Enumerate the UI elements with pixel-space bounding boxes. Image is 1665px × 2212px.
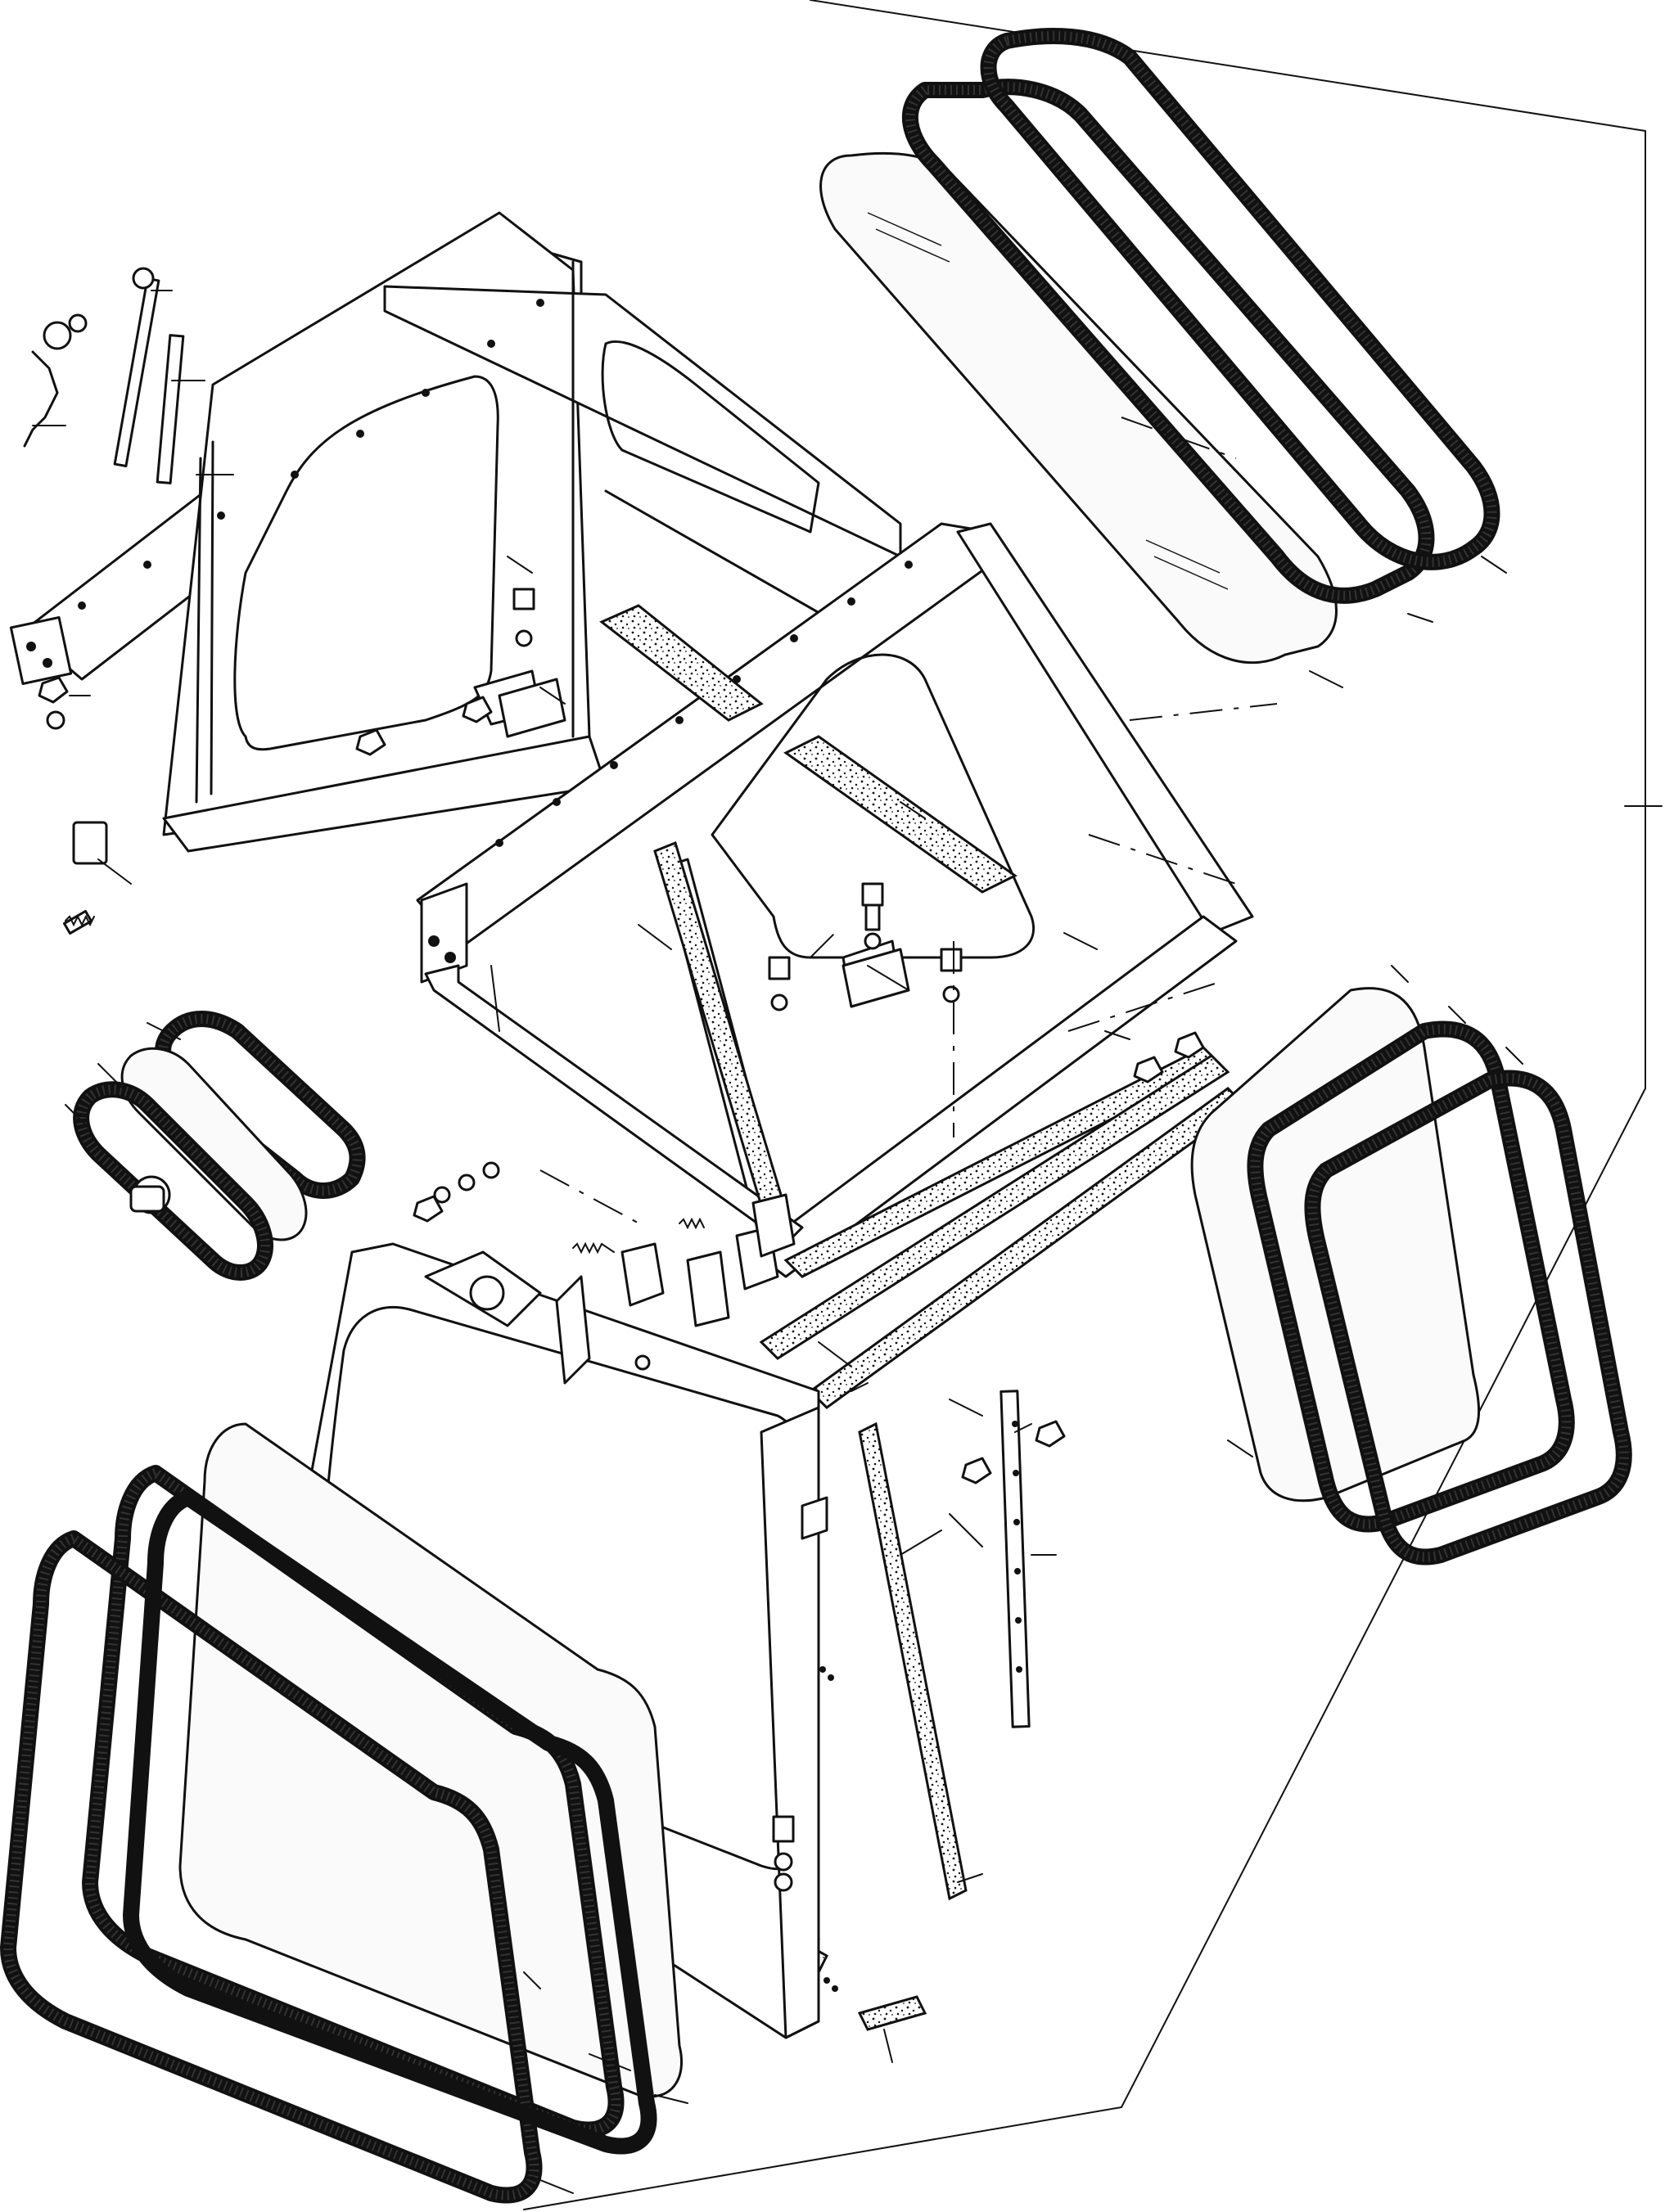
wiper-assembly <box>23 267 185 935</box>
rear-frame <box>9 211 902 853</box>
fasteners <box>38 588 1205 1892</box>
centerlines <box>539 417 1278 1228</box>
bolt-icon <box>861 882 884 950</box>
glass-hatching <box>867 212 1229 590</box>
rear-frame-holes <box>78 299 544 610</box>
front-glass-set <box>0 1422 684 2204</box>
left-small-glass-set <box>73 1011 366 1281</box>
roof-glass-set <box>819 28 1500 665</box>
leader-lines <box>32 290 1523 2194</box>
spring-icon <box>65 914 705 1255</box>
bolt-icon <box>512 588 535 647</box>
washer-icon <box>433 1161 651 1371</box>
bolt-icon <box>940 948 963 1003</box>
right-side-glass-set <box>1190 987 1632 1566</box>
nut-icon <box>38 676 1205 1484</box>
bracket-strip-holes <box>1012 1421 1022 1673</box>
bolt-icon <box>772 1815 795 1892</box>
front-panel-holes <box>819 1666 838 1992</box>
bolt-icon <box>768 956 791 1011</box>
